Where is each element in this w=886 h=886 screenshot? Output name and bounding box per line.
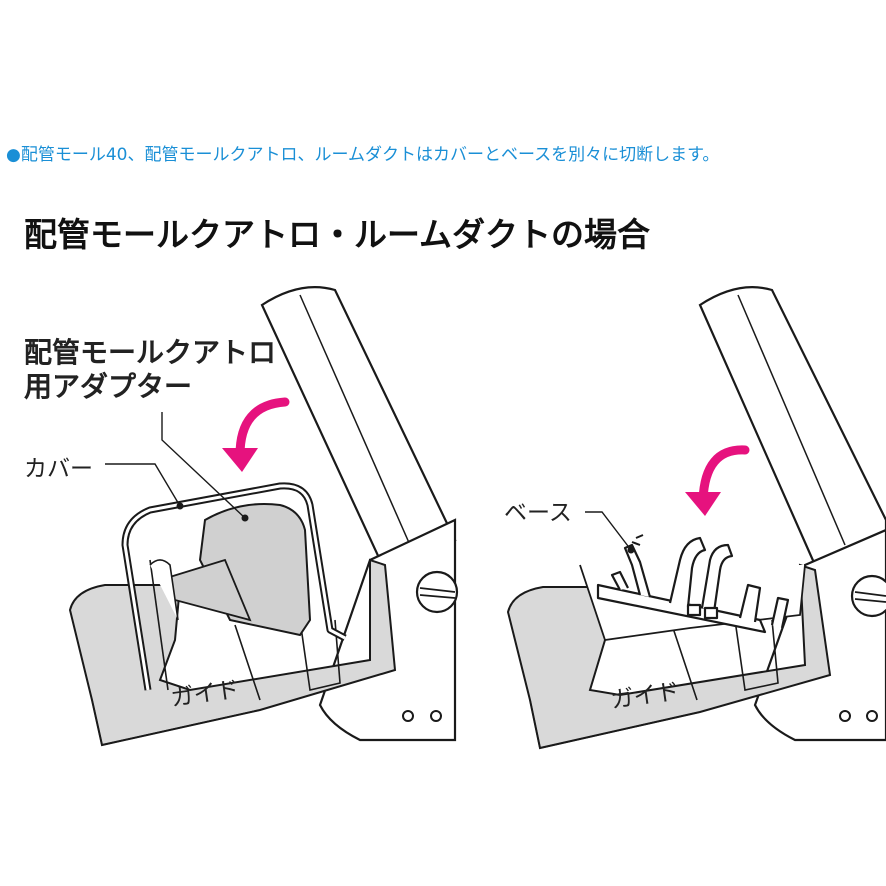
hole-icon (839, 710, 851, 722)
arrow-icon (685, 492, 721, 516)
hole-icon (402, 710, 414, 722)
screw-icon (415, 570, 459, 614)
left-figure (68, 286, 459, 747)
instruction-note: ●配管モール40、配管モールクアトロ、ルームダクトはカバーとベースを別々に切断し… (6, 145, 720, 165)
hole-icon (866, 710, 878, 722)
screw-icon (850, 574, 886, 618)
hole-icon (430, 710, 442, 722)
section-heading: 配管モールクアトロ・ルームダクトの場合 (24, 215, 651, 254)
adapter-label-line2: 用アダプター (24, 370, 192, 403)
cover-label: カバー (24, 456, 93, 482)
adapter-label-line1: 配管モールクアトロ (24, 336, 276, 369)
base-label: ベース (504, 500, 572, 526)
arrow-icon (222, 448, 258, 472)
right-figure (506, 286, 886, 750)
base-part (596, 536, 790, 634)
